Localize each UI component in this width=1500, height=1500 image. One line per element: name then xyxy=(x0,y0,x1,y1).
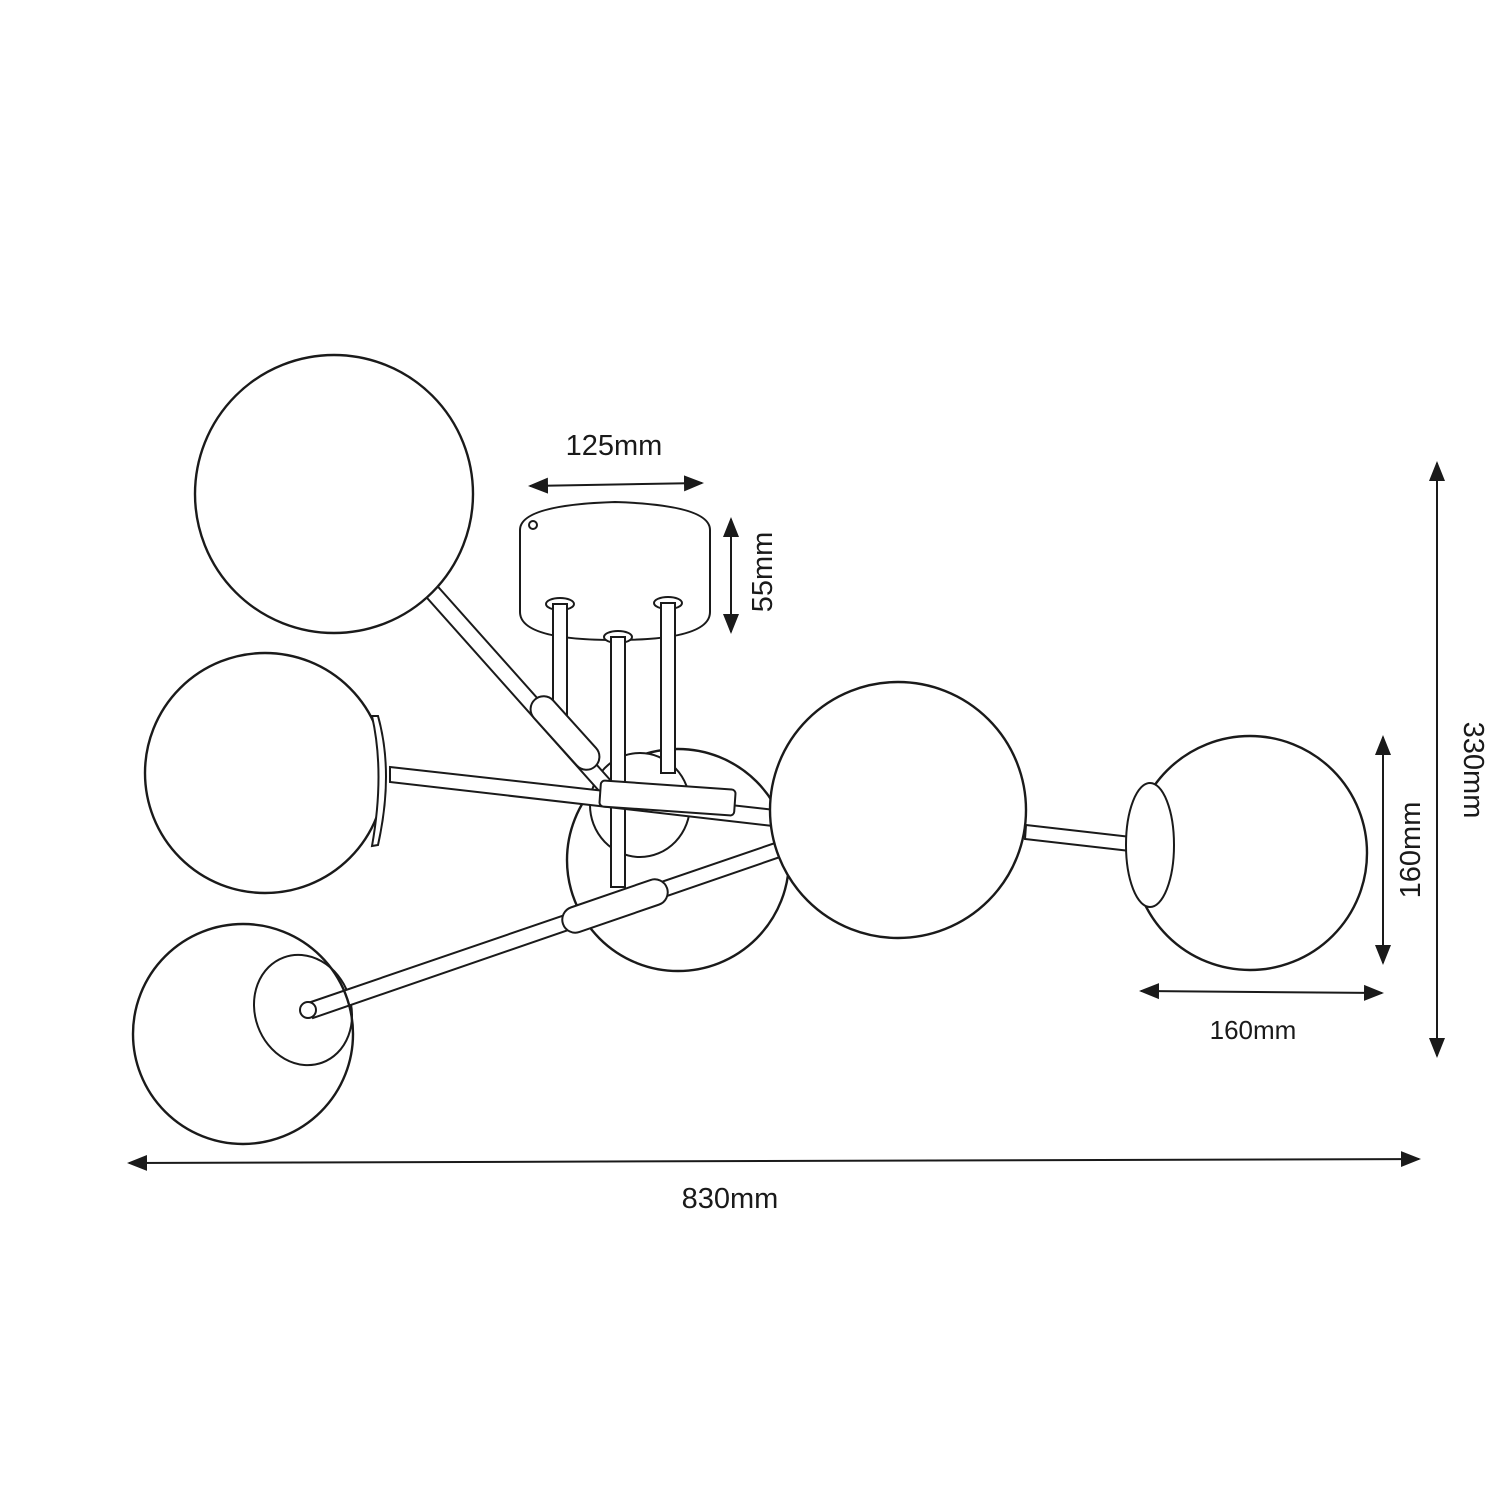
label-total-width: 830mm xyxy=(682,1183,779,1215)
arm-right xyxy=(1023,823,1142,854)
ceiling-canopy xyxy=(519,500,711,644)
globe-cap-right xyxy=(1125,782,1175,908)
arm-bottom-left xyxy=(252,840,785,1067)
label-globe-width: 160mm xyxy=(1210,1015,1297,1045)
dimension-line-globe-width xyxy=(1139,983,1384,1001)
dimension-line-canopy-width xyxy=(528,475,704,494)
label-canopy-height: 55mm xyxy=(747,532,779,613)
label-globe-height: 160mm xyxy=(1395,802,1427,899)
globe-center-front xyxy=(768,680,1028,940)
label-total-height: 330mm xyxy=(1457,722,1489,819)
dimension-line-total-width xyxy=(127,1151,1421,1171)
arm-left-middle xyxy=(389,765,777,828)
label-canopy-width: 125mm xyxy=(566,430,663,462)
globe-top-left xyxy=(193,353,475,635)
globe-cap-left-middle xyxy=(370,715,387,848)
globe-left-middle xyxy=(143,651,387,895)
globe-bottom-left xyxy=(131,922,355,1146)
canopy-rods xyxy=(552,602,676,888)
